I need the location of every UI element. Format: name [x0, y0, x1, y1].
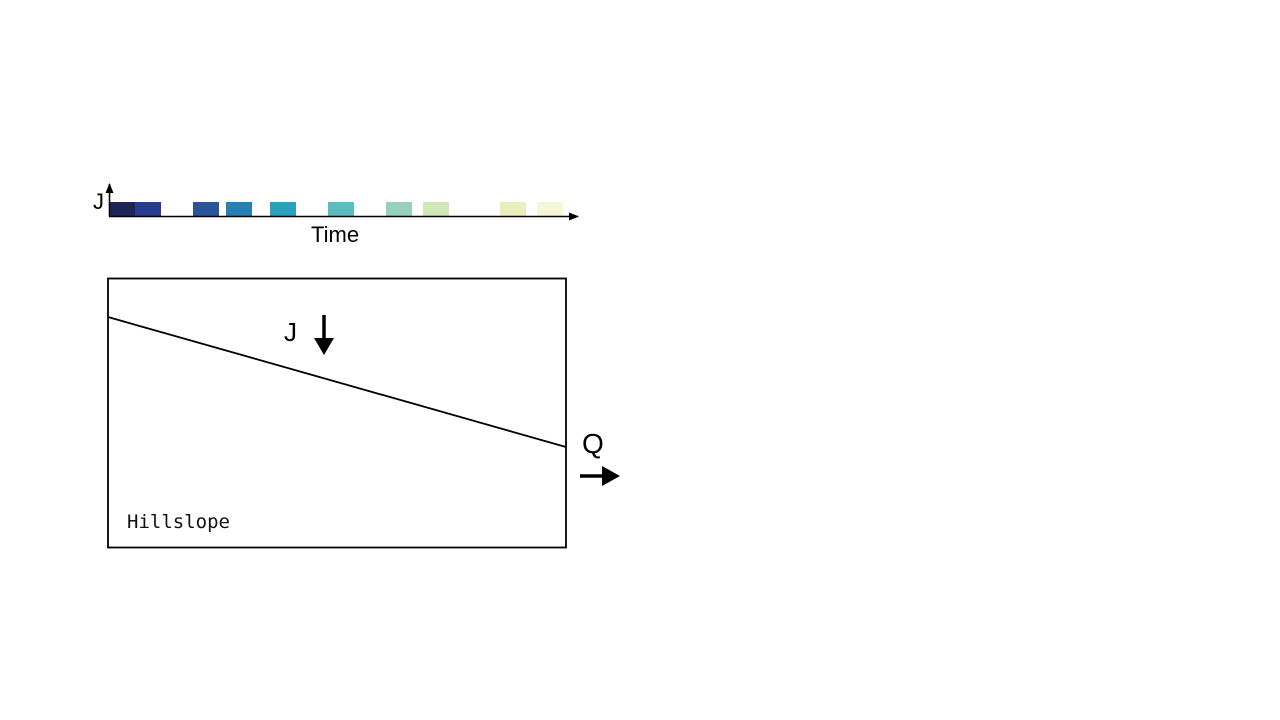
rain-pulse: [537, 202, 563, 216]
hillslope-panel: J Q Hillslope: [107, 277, 620, 549]
time-axis-label: Time: [311, 222, 359, 247]
down-arrow-icon: [314, 315, 334, 355]
rain-pulse: [270, 202, 296, 216]
rain-pulse: [423, 202, 449, 216]
rain-pulses: [109, 202, 563, 216]
hillslope-box: [107, 277, 567, 549]
rain-pulse: [500, 202, 526, 216]
input-flux-label: J: [284, 317, 297, 347]
flux-axis-label: J: [93, 189, 104, 214]
right-arrow-icon: [580, 466, 620, 486]
discharge-label: Q: [582, 428, 604, 459]
rain-pulse: [226, 202, 252, 216]
hillslope-surface: [107, 316, 567, 448]
timeline-panel: J Time: [93, 183, 579, 247]
rain-pulse: [135, 202, 161, 216]
rain-pulse: [328, 202, 354, 216]
hillslope-label: Hillslope: [127, 511, 230, 533]
rain-pulse: [109, 202, 135, 216]
rain-pulse: [193, 202, 219, 216]
rain-pulse: [386, 202, 412, 216]
